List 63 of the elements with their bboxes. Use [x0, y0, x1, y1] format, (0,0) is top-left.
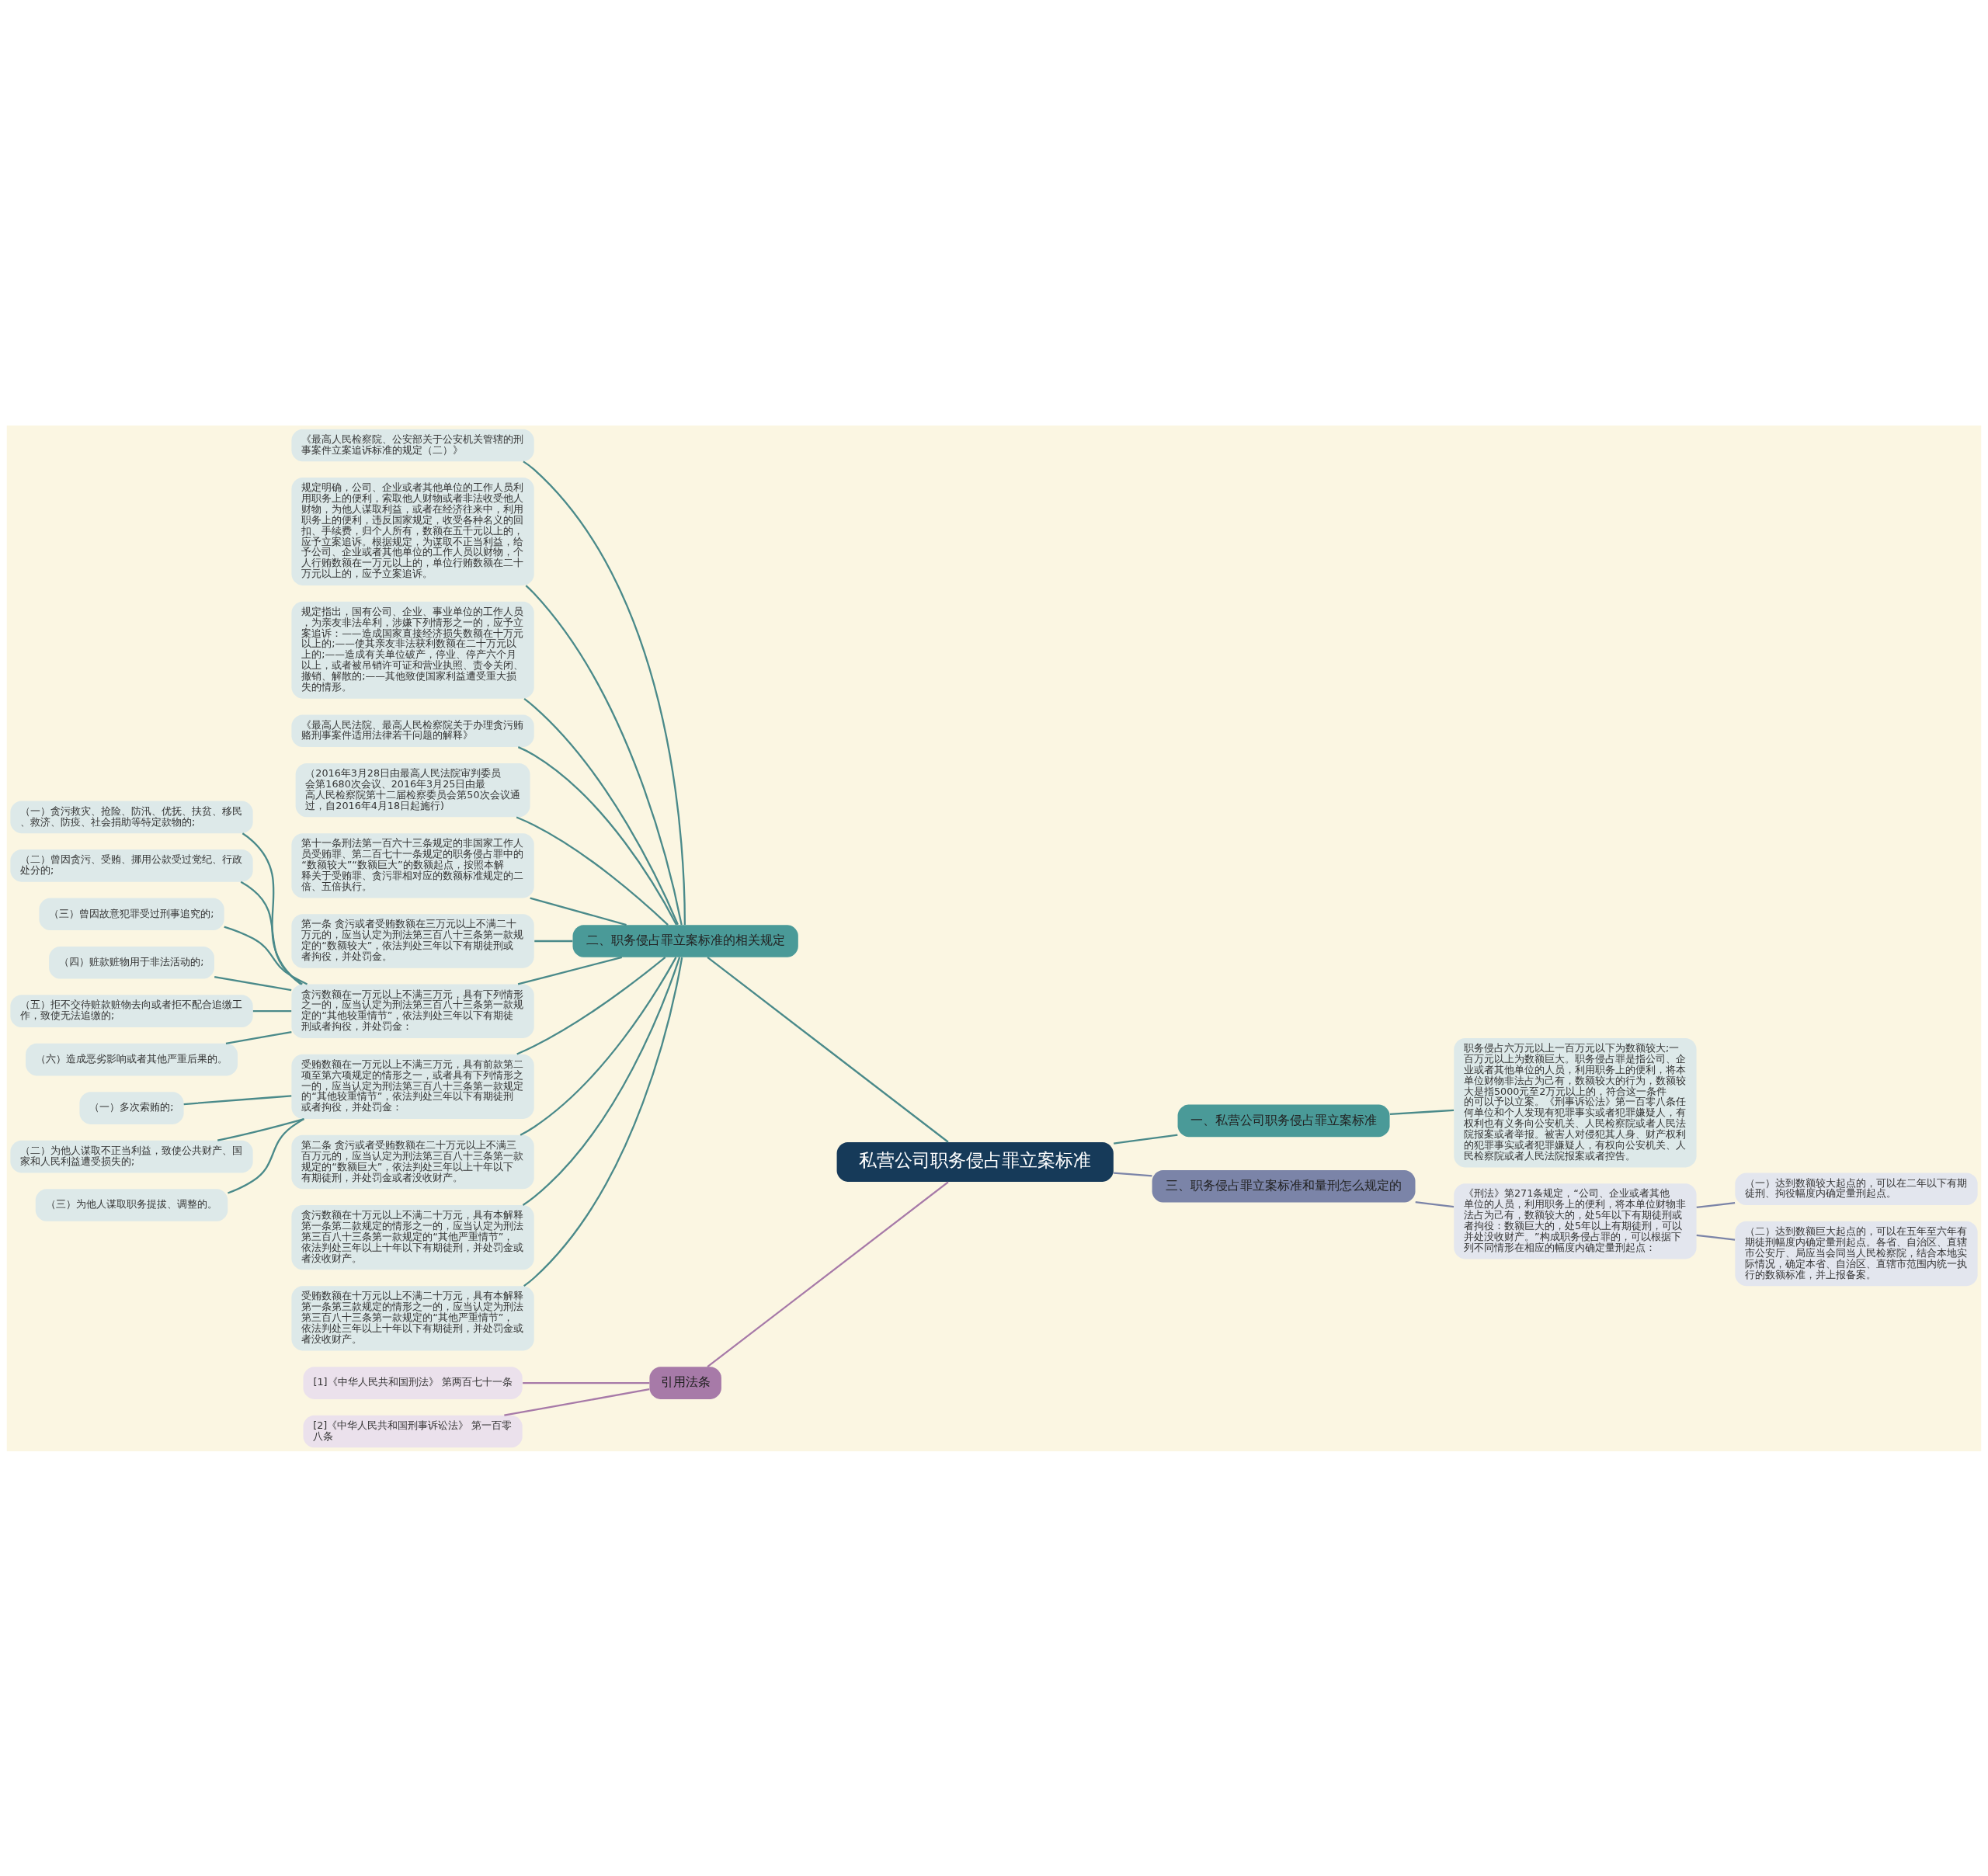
node-box: （二）曾因贪污、受贿、挪用公款受过党纪、行政处分的; [10, 849, 253, 882]
connector [516, 815, 669, 926]
node-box: 三、职务侵占罪立案标准和量刑怎么规定的 [1152, 1169, 1416, 1203]
connector [520, 956, 677, 1136]
node-box: 《最高人民检察院、公安部关于公安机关管辖的刑事案件立案追诉标准的规定（二）》 [291, 429, 534, 461]
connector [517, 956, 623, 985]
connector [217, 1117, 304, 1141]
connector [517, 745, 678, 925]
node-box: 规定指出，国有公司、企业、事业单位的工作人员，为亲友非法牟利，涉嫌下列情形之一的，应予立案追诉：——造成国家直接经济损失数额在十万元以上的;——使其亲友非法获利数额在二十万元以上的;——造成有关单位破产，停业、停产六个月以上，或者被吊销许可证和营业执照、责令关闭、撤销、解散的;——其他致使国家利益遭受重大损失的情形。 [291, 601, 534, 699]
connector [707, 1180, 949, 1367]
node-box: （二）为他人谋取不正当利益，致使公共财产、国家和人民利益遭受损失的; [10, 1140, 253, 1172]
node-box: 引用法条 [649, 1366, 721, 1399]
connector [1114, 1133, 1178, 1145]
node-box: （三）曾因故意犯罪受过刑事追究的; [39, 897, 224, 930]
node-box: 第一条 贪污或者受贿数额在三万元以上不满二十万元的，应当认定为刑法第三百八十三条第一款规定的“数额较大”，依法判处三年以下有期徒刑或者拘役，并处罚金。 [291, 913, 534, 968]
node-box: （2016年3月28日由最高人民法院审判委员会第1680次会议、2016年3月25日由最高人民检察院第十二届检察委员会第50次会议通过，自2016年4月18日起施行) [295, 763, 530, 817]
connector [525, 584, 683, 925]
connector [214, 975, 292, 991]
node-box: （四）赃款赃物用于非法活动的; [49, 946, 214, 979]
connector [1415, 1200, 1455, 1207]
connector [1389, 1109, 1455, 1115]
connector [504, 1388, 650, 1416]
connector [516, 956, 666, 1055]
node-box: 二、职务侵占罪立案标准的相关规定 [572, 924, 798, 957]
connector [1114, 1171, 1152, 1177]
connector [1696, 1234, 1736, 1241]
node-box: （六）造成恶劣影响或者其他严重后果的。 [26, 1043, 238, 1075]
node-box: 《最高人民法院、最高人民检察院关于办理贪污贿赂刑事案件适用法律若干问题的解释》 [291, 714, 534, 747]
node-box: 私营公司职务侵占罪立案标准 [836, 1141, 1114, 1182]
node-box: （一）贪污救灾、抢险、防汛、优抚、扶贫、移民、救济、防疫、社会捐助等特定款物的; [10, 801, 253, 833]
connector [252, 1009, 292, 1012]
node-box: 贪污数额在十万元以上不满二十万元，具有本解释第一条第二款规定的情形之一的，应当认定为刑法第三百八十三条第一款规定的“其他严重情节”，依法判处三年以上十年以下有期徒刑，并处罚金或者没收财产。 [291, 1204, 534, 1270]
node-box: 第十一条刑法第一百六十三条规定的非国家工作人员受贿罪、第二百七十一条规定的职务侵占罪中的“数额较大”“数额巨大”的数额起点，按照本解释关于受贿罪、贪污罪相对应的数额标准规定的二倍、五倍执行。 [291, 832, 534, 898]
connector [523, 697, 679, 925]
node-box: （三）为他人谋取职务提拔、调整的。 [35, 1188, 228, 1221]
node-box: 一、私营公司职务侵占罪立案标准 [1177, 1104, 1390, 1137]
connector [523, 957, 683, 1287]
node-box: 职务侵占六万元以上一百万元以下为数额较大;一百万元以上为数额巨大。职务侵占罪是指公司、企业或者其他单位的人员，利用职务上的便利，将本单位财物非法占为己有，数额较大的行为，数额较大是指5000元至2万元以上的，符合这一条件的可以予以立案。《刑事诉讼法》第一百零八条任何单位和个人发现有犯罪事实或者犯罪嫌疑人，有权利也有义务向公安机关、人民检察院或者人民法院报案或者举报。被害人对侵犯其人身、财产权利的犯罪事实或者犯罪嫌疑人，有权向公安机关、人民检察院或者人民法院报案或者控告。 [1454, 1037, 1697, 1167]
connector [534, 940, 573, 942]
node-box: （一）达到数额较大起点的，可以在二年以下有期徒刑、拘役幅度内确定量刑起点。 [1735, 1172, 1978, 1205]
connector [522, 956, 681, 1206]
connector [183, 1094, 292, 1105]
connector [523, 460, 686, 925]
connector [1696, 1201, 1736, 1208]
connector [240, 881, 303, 985]
node-box: 第二条 贪污或者受贿数额在二十万元以上不满三百万元的，应当认定为刑法第三百八十三条第一款规定的“数额巨大”，依法判处三年以上十年以下有期徒刑，并处罚金或者没收财产。 [291, 1134, 534, 1189]
node-box: [2]《中华人民共和国刑事诉讼法》 第一百零八条 [303, 1415, 523, 1447]
connector [707, 956, 949, 1143]
node-box: （二）达到数额巨大起点的，可以在五年至六年有期徒刑幅度内确定量刑起点。各省、自治区、直辖市公安厅、局应当会同当人民检察院，结合本地实际情况，确定本省、自治区、直辖市范围内统一执行的数额标准，并上报备案。 [1735, 1221, 1978, 1286]
node-box: 贪污数额在一万元以上不满三万元，具有下列情形之一的，应当认定为刑法第三百八十三条第一款规定的“其他较重情节”，依法判处三年以下有期徒刑或者拘役，并处罚金： [291, 984, 534, 1038]
connector [242, 832, 302, 985]
node-box: [1]《中华人民共和国刑法》 第两百七十一条 [303, 1366, 523, 1399]
node-box: （一）多次索贿的; [79, 1091, 184, 1124]
node-box: 《刑法》第271条规定，“公司、企业或者其他单位的人员，利用职务上的便利，将本单位财物非法占为己有，数额较大的，处5年以下有期徒刑或者拘役：数额巨大的，处5年以上有期徒刑，可以并处没收财产。”构成职务侵占罪的，可以根据下列不同情形在相应的幅度内确定量刑起点： [1454, 1183, 1697, 1259]
connector [224, 925, 308, 985]
node-box: （五）拒不交待赃款赃物去向或者拒不配合追缴工作，致使无法追缴的; [10, 994, 253, 1027]
connector [530, 896, 627, 926]
node-box: 受贿数额在十万元以上不满二十万元，具有本解释第一条第三款规定的情形之一的，应当认定为刑法第三百八十三条第一款规定的“其他严重情节”，依法判处三年以上十年以下有期徒刑，并处罚金或者没收财产。 [291, 1285, 534, 1350]
connector [523, 1381, 650, 1384]
node-box: 规定明确，公司、企业或者其他单位的工作人员利用职务上的便利，索取他人财物或者非法收受他人财物，为他人谋取利益，或者在经济往来中，利用职务上的便利，违反国家规定，收受各种名义的回扣、手续费，归个人所有，数额在五千元以上的，应予立案追诉。根据规定，为谋取不正当利益，给予公司、企业或者其他单位的工作人员以财物，个人行贿数额在一万元以上的，单位行贿数额在二十万元以上的，应予立案追诉。 [291, 477, 534, 585]
node-box: 受贿数额在一万元以上不满三万元，具有前款第二项至第六项规定的情形之一，或者具有下列情形之一的，应当认定为刑法第三百八十三条第一款规定的“其他较重情节”，依法判处三年以下有期徒刑或者拘役，并处罚金： [291, 1054, 534, 1119]
connector [225, 1030, 292, 1044]
connector [228, 1117, 304, 1194]
